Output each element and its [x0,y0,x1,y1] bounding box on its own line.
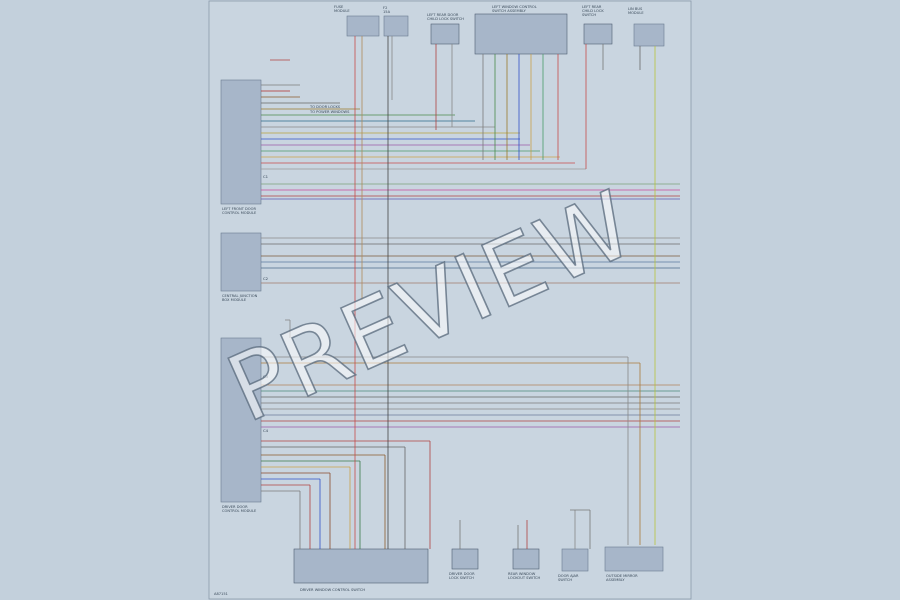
lin-bus-module-line-1: LIN BUS [628,7,643,11]
left-module-central-junction-box: CENTRAL JUNCTION BOX MODULE [220,232,262,302]
driver-door-module-line-2: CONTROL MODULE [222,509,257,513]
rear-window-lockout-line-1: REAR WINDOW [508,572,536,576]
door-lock-switch-line-1: DRIVER DOOR [449,572,475,576]
fuse2-line-2: 15A [383,10,391,14]
top-module-left-rear-child-lock: LEFT REAR CHILD LOCK SWITCH [582,5,613,45]
left-window-control-line-2: SWITCH ASSEMBLY [492,9,527,13]
bottom-module-rear-window-lockout: REAR WINDOW LOCKOUT SWITCH [508,548,541,580]
left-rear-door-switch-line-1: LEFT REAR DOOR [427,13,459,17]
note-power-windows: TO POWER WINDOWS [309,110,350,114]
left-front-door-module-line-2: CONTROL MODULE [222,211,257,215]
central-junction-box-line-2: BOX MODULE [222,298,247,302]
diagram-frame [208,0,692,600]
top-module-fuse1: FUSE MODULE [334,5,380,37]
wire-layer [261,36,680,549]
fuse1-line-2: MODULE [334,9,350,13]
bottom-module-window-control-switch: DRIVER WINDOW CONTROL SWITCH [293,548,429,592]
fuse1-line-1: FUSE [334,5,344,9]
window-control-switch-label: DRIVER WINDOW CONTROL SWITCH [300,588,365,592]
left-module-front-door: LEFT FRONT DOOR CONTROL MODULE [220,79,262,215]
outside-mirror-line-1: OUTSIDE MIRROR [606,574,638,578]
left-rear-door-switch-line-2: CHILD LOCK SWITCH [427,17,464,21]
central-junction-box-line-1: CENTRAL JUNCTION [222,294,258,298]
connector-label-1: C1 [263,174,269,179]
note-door-locks: TO DOOR LOCKS [309,105,341,109]
left-rear-child-lock-line-3: SWITCH [582,13,596,17]
outside-mirror-line-2: ASSEMBLY [606,578,625,582]
left-front-door-module-line-1: LEFT FRONT DOOR [222,207,256,211]
door-lock-switch-line-2: LOCK SWITCH [449,576,474,580]
connector-label-2: C2 [263,276,269,281]
connector-label-3: C3 [263,374,269,379]
lin-bus-module-line-2: MODULE [628,11,644,15]
fuse2-line-1: F2 [383,6,387,10]
driver-door-module-line-1: DRIVER DOOR [222,505,248,509]
bottom-module-door-lock-switch: DRIVER DOOR LOCK SWITCH [449,548,479,580]
diagram-code: A87151 [214,592,228,596]
top-module-lin-bus-module: LIN BUS MODULE [628,7,665,47]
door-ajar-switch-line-2: SWITCH [558,578,572,582]
top-module-fuse2: F2 15A [383,6,409,37]
left-window-control-line-1: LEFT WINDOW CONTROL [492,5,537,9]
left-rear-child-lock-line-2: CHILD LOCK [582,9,604,13]
left-rear-child-lock-line-1: LEFT REAR [582,5,602,9]
rear-window-lockout-line-2: LOCKOUT SWITCH [508,576,541,580]
top-module-left-rear-door-switch: LEFT REAR DOOR CHILD LOCK SWITCH [427,13,464,45]
left-module-driver-door: DRIVER DOOR CONTROL MODULE [220,337,262,513]
bottom-module-outside-mirror: OUTSIDE MIRROR ASSEMBLY [604,546,664,582]
top-module-left-window-control: LEFT WINDOW CONTROL SWITCH ASSEMBLY [474,5,568,55]
connector-label-4: C4 [263,428,269,433]
door-ajar-switch-line-1: DOOR AJAR [558,574,579,578]
bottom-module-door-ajar-switch: DOOR AJAR SWITCH [558,548,589,582]
